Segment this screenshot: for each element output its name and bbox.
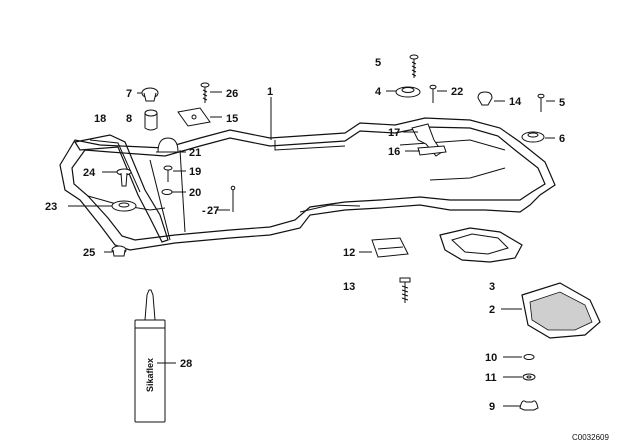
wing-nut-part-9 [519,400,539,411]
screw-part-22 [429,84,437,103]
bracket-strip [74,134,169,243]
grommet-part-4 [395,86,421,98]
callout-27: 27 [207,205,219,217]
callout-5-top: 5 [375,57,381,69]
callout-19: 19 [189,166,201,178]
leader-lines [68,90,555,407]
rivet-part-24 [116,168,132,187]
callout-4: 4 [375,86,382,98]
callout-27-dash: - [202,205,206,217]
screw-part-19 [163,165,173,182]
callout-7: 7 [126,88,132,100]
callout-15: 15 [226,113,238,125]
callout-6: 6 [559,133,565,145]
clip-part-14 [477,91,493,106]
stud-part-27 [230,185,236,212]
callout-1: 1 [267,86,273,98]
sleeve-part-8 [144,109,158,131]
dome-nut-part-21 [156,137,180,153]
right-bracket [411,123,447,157]
screw-part-26 [200,82,210,103]
callout-24: 24 [83,167,96,179]
callout-23: 23 [45,201,57,213]
callout-13: 13 [343,281,355,293]
grommet-part-6 [521,131,545,143]
callout-numbers: 1 2 3 4 5 5 6 7 8 9 10 11 12 13 14 15 16… [45,57,565,413]
plate-part-15 [177,107,211,127]
callout-14: 14 [509,96,522,108]
callout-12: 12 [343,247,355,259]
shield-part-2 [521,282,601,339]
washer-part-20 [161,189,173,195]
callout-8: 8 [126,113,132,125]
callout-10: 10 [485,352,497,364]
cap-part-25 [111,245,127,257]
callout-11: 11 [485,372,497,384]
callout-9: 9 [489,401,495,413]
shield-part-3 [439,227,523,263]
screw-part-13 [399,277,411,303]
callout-17: 17 [388,127,400,139]
nut-part-10 [523,354,535,360]
screw-part-5-right [537,93,545,112]
underbody-shield [59,117,556,251]
screw-part-5-top [409,54,419,78]
callout-20: 20 [189,187,201,199]
washer-part-11 [522,373,536,381]
sikaflex-tube [134,289,166,423]
callout-2: 2 [489,304,495,316]
callout-21: 21 [189,147,201,159]
callout-3: 3 [489,281,495,293]
callout-25: 25 [83,247,95,259]
callout-5-right: 5 [559,97,565,109]
callout-22: 22 [451,86,463,98]
plate-part-12 [371,237,409,258]
callout-18: 18 [94,113,106,125]
grommet-part-23 [111,200,137,212]
callout-26: 26 [226,88,238,100]
tube-label: Sikaflex [145,358,155,392]
callout-28: 28 [180,358,192,370]
cap-part-7 [141,87,159,102]
diagram-id: C0032609 [572,433,609,442]
callout-16: 16 [388,146,400,158]
